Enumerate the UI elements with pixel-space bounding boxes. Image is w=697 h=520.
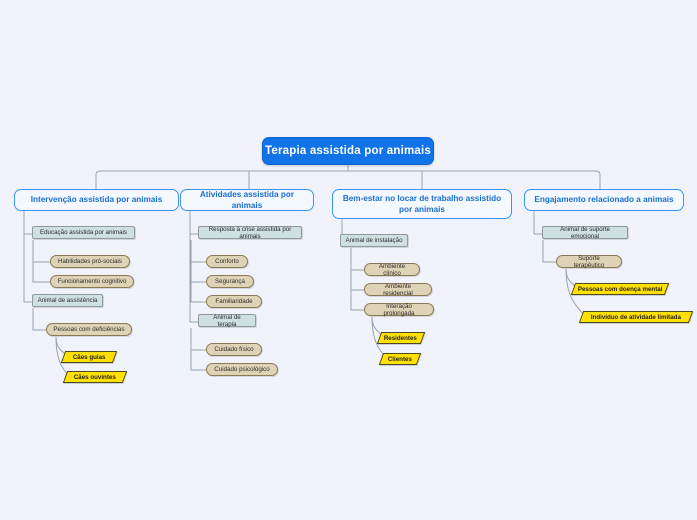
- connector-c1_1-b: [32, 262, 50, 283]
- leaf-label: Pessoas com doença mental: [577, 285, 663, 293]
- leaf-node-caes-guias[interactable]: Cães guias: [60, 351, 118, 363]
- connector-c2_1-b: [190, 262, 206, 283]
- pill-node-funcionamento-cognitivo[interactable]: Funcionamento cognitivo: [50, 275, 134, 288]
- pill-node-cuidado-psicologico[interactable]: Cuidado psicológico: [206, 363, 278, 376]
- leaf-label: Indivíduo de atividade limitada: [590, 313, 682, 321]
- connector-c3_1-b: [350, 270, 364, 291]
- branch-node-engajamento[interactable]: Engajamento relacionado a animais: [524, 189, 684, 211]
- pill-node-seguranca[interactable]: Segurança: [206, 275, 254, 288]
- connector-c1_1-a: [32, 240, 50, 263]
- leaf-node-residentes[interactable]: Residentes: [376, 332, 426, 344]
- pill-node-habilidades-pro-sociais[interactable]: Habilidades pró-sociais: [50, 255, 130, 268]
- pill-node-interacao-prolongada[interactable]: Interação prolongada: [364, 303, 434, 317]
- connector-c1_2-a: [32, 308, 46, 331]
- branch-node-intervencao[interactable]: Intervenção assistida por animais: [14, 189, 179, 211]
- leaf-label: Clientes: [387, 355, 413, 363]
- pill-node-pessoas-com-deficiencias[interactable]: Pessoas com deficiências: [46, 323, 132, 336]
- branch-node-bem-estar[interactable]: Bem-estar no locar de trabalho assistido…: [332, 189, 512, 219]
- category-node-animal-terapia[interactable]: Animal de terapia: [198, 314, 256, 328]
- pill-node-ambiente-residencial[interactable]: Ambiente residencial: [364, 283, 432, 297]
- pill-node-familiaridade[interactable]: Familiaridade: [206, 295, 262, 308]
- leaf-node-individuo-atividade-limitada[interactable]: Indivíduo de atividade limitada: [578, 311, 694, 323]
- connector-b1-c2: [23, 234, 32, 303]
- category-node-resposta-crise[interactable]: Resposta à crise assistida por animais: [198, 226, 302, 240]
- category-node-animal-suporte-emocional[interactable]: Animal de suporte emocional: [542, 226, 628, 240]
- branch-node-atividades[interactable]: Atividades assistida por animais: [180, 189, 314, 211]
- leaf-node-pessoas-com-doenca-mental[interactable]: Pessoas com doença mental: [570, 283, 670, 295]
- connector-c3_1-a: [350, 248, 364, 271]
- leaf-node-caes-ouvintes[interactable]: Cães ouvintes: [62, 371, 128, 383]
- pill-node-suporte-terapeutico[interactable]: Suporte terapêutico: [556, 255, 622, 269]
- connector-root-bus: [95, 170, 601, 190]
- category-node-animal-assistencia[interactable]: Animal de assistência: [32, 294, 103, 307]
- leaf-label: Cães ouvintes: [74, 373, 116, 381]
- connector-c2_2-b: [190, 350, 206, 371]
- connector-c2_1-a: [190, 240, 206, 263]
- connector-c3_1-c: [350, 290, 364, 311]
- pill-node-conforto[interactable]: Conforto: [206, 255, 248, 268]
- pill-node-ambiente-clinico[interactable]: Ambiente clínico: [364, 263, 420, 277]
- connector-c2_2-a: [190, 328, 206, 351]
- category-node-educacao[interactable]: Educação assistida por animais: [32, 226, 135, 239]
- leaf-node-clientes[interactable]: Clientes: [378, 353, 422, 365]
- connector-b2-c2: [189, 234, 198, 323]
- category-node-animal-instalacao[interactable]: Animal de instalação: [340, 234, 408, 247]
- pill-node-cuidado-fisico[interactable]: Cuidado físico: [206, 343, 262, 356]
- connector-c4_1-a: [542, 240, 556, 263]
- leaf-label: Cães guias: [72, 353, 106, 361]
- connector-c2_1-c: [190, 282, 206, 303]
- root-node[interactable]: Terapia assistida por animais: [262, 137, 434, 165]
- leaf-label: Residentes: [384, 334, 418, 342]
